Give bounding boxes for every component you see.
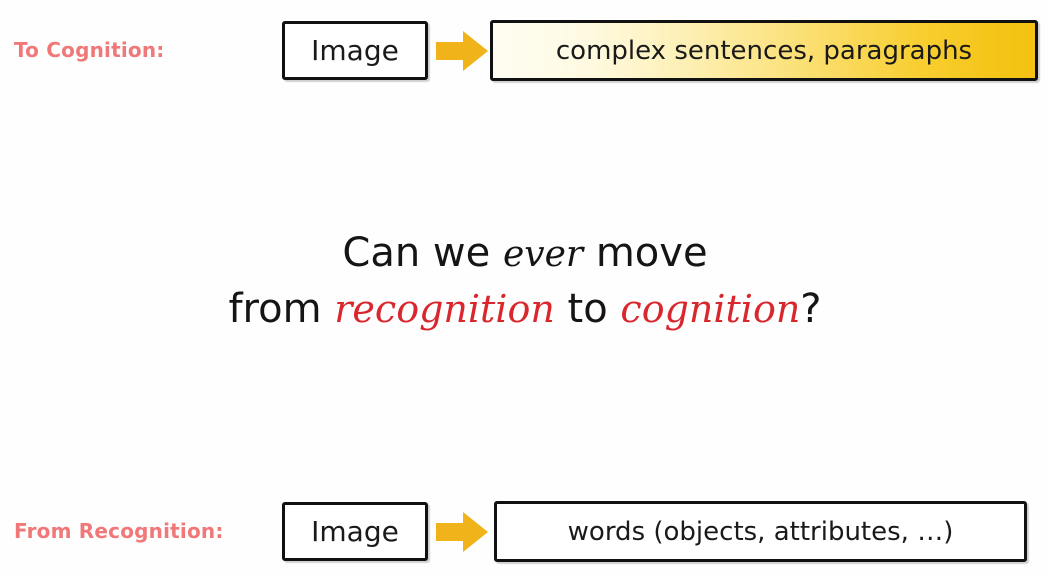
right-arrow-icon-bottom xyxy=(436,511,488,553)
question-line2-part2: to xyxy=(554,286,621,332)
question-line-1: Can we ever move xyxy=(0,228,1050,278)
question-line1-part1: Can we xyxy=(342,230,503,276)
input-box-image-top: Image xyxy=(282,21,428,80)
input-box-image-bottom: Image xyxy=(282,502,428,561)
output-box-complex-sentences: complex sentences, paragraphs xyxy=(490,20,1038,81)
diagram-row-from-recognition: From Recognition: Image words (objects, … xyxy=(0,501,1050,563)
question-line2-part3: ? xyxy=(800,286,822,332)
right-arrow-icon-top xyxy=(436,30,488,72)
question-red-cognition: cognition xyxy=(620,287,801,331)
center-question: Can we ever move from recognition to cog… xyxy=(0,228,1050,334)
row-label-from-recognition: From Recognition: xyxy=(14,519,224,543)
question-red-recognition: recognition xyxy=(334,287,555,331)
input-box-label-bottom: Image xyxy=(311,514,399,548)
input-box-label-top: Image xyxy=(311,33,399,67)
diagram-row-to-cognition: To Cognition: Image complex sentences, p… xyxy=(0,20,1050,82)
output-box-label-top: complex sentences, paragraphs xyxy=(555,35,973,66)
question-emphasis-ever: ever xyxy=(502,234,584,275)
row-label-to-cognition: To Cognition: xyxy=(14,38,165,62)
question-line1-part2: move xyxy=(583,230,708,276)
output-box-words: words (objects, attributes, …) xyxy=(494,501,1027,562)
question-line-2: from recognition to cognition? xyxy=(0,284,1050,334)
question-line2-part1: from xyxy=(228,286,335,332)
output-box-label-bottom: words (objects, attributes, …) xyxy=(567,516,954,547)
